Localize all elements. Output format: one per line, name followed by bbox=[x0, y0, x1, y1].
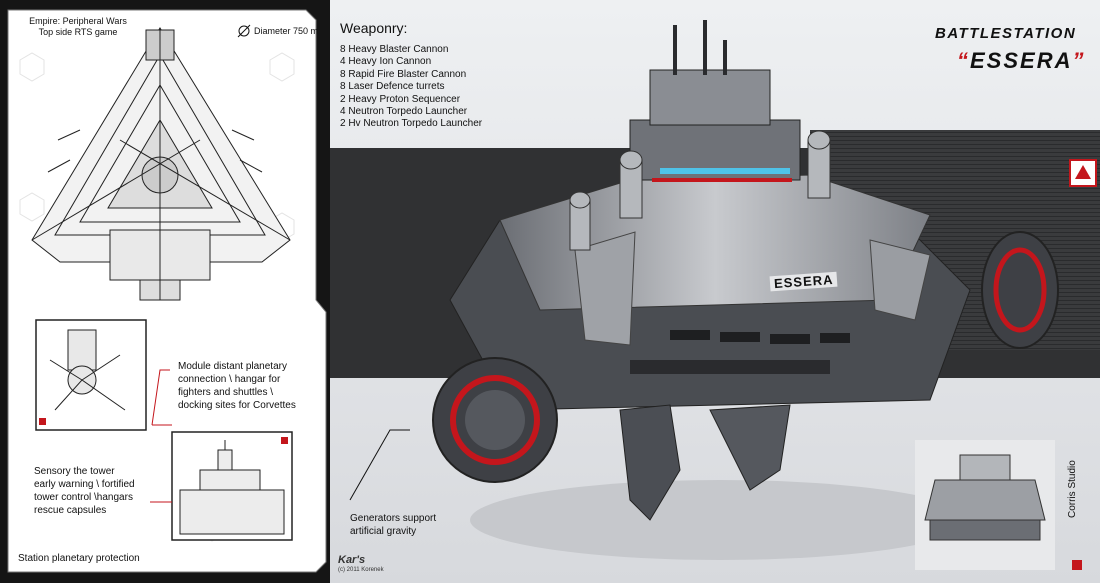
blueprint-sheet: Empire: Peripheral Wars Top side RTS gam… bbox=[0, 0, 330, 583]
generators-annotation: Generators support artificial gravity bbox=[350, 513, 437, 537]
sheet-frame bbox=[0, 0, 330, 583]
artist-signature: Kar's (c) 2011 Korenek bbox=[338, 554, 384, 574]
weaponry-title: Weaponry: bbox=[340, 20, 408, 36]
studio-credit: Corris Studio bbox=[1067, 460, 1078, 518]
empire-label: Empire: Peripheral Wars Top side RTS gam… bbox=[29, 16, 127, 37]
thumbnail-view bbox=[915, 440, 1055, 570]
right-ring-module bbox=[981, 231, 1059, 349]
top-view-drawing bbox=[31, 27, 291, 301]
weaponry-list: 8 Heavy Blaster Cannon 4 Heavy Ion Canno… bbox=[340, 44, 482, 131]
weapon-item: 4 Heavy Ion Cannon bbox=[340, 56, 432, 68]
battlestation-title: BATTLESTATION bbox=[935, 25, 1077, 42]
tower-drawing bbox=[179, 440, 285, 535]
weapon-item: 2 Heavy Proton Sequencer bbox=[340, 93, 461, 105]
station-name-title: “ESSERA” bbox=[957, 48, 1086, 73]
weapon-item: 2 Hv Neutron Torpedo Launcher bbox=[340, 118, 483, 130]
module-drawing bbox=[49, 329, 126, 411]
planetary-protection-label: Station planetary protection bbox=[18, 553, 140, 564]
weapon-item: 4 Neutron Torpedo Launcher bbox=[340, 106, 468, 118]
studio-logo bbox=[1069, 159, 1097, 187]
left-ring-module bbox=[432, 357, 558, 483]
station-render bbox=[330, 20, 1100, 570]
diameter-label: Diameter 750 m bbox=[254, 26, 319, 36]
tower-annotation: Sensory the tower early warning \ fortif… bbox=[34, 466, 135, 516]
module-annotation: Module distant planetary connection \ ha… bbox=[178, 361, 296, 411]
weapon-item: 8 Rapid Fire Blaster Cannon bbox=[340, 68, 467, 80]
weapon-item: 8 Heavy Blaster Cannon bbox=[340, 44, 449, 55]
weapon-item: 8 Laser Defence turrets bbox=[340, 81, 445, 93]
render-area bbox=[330, 0, 1100, 583]
